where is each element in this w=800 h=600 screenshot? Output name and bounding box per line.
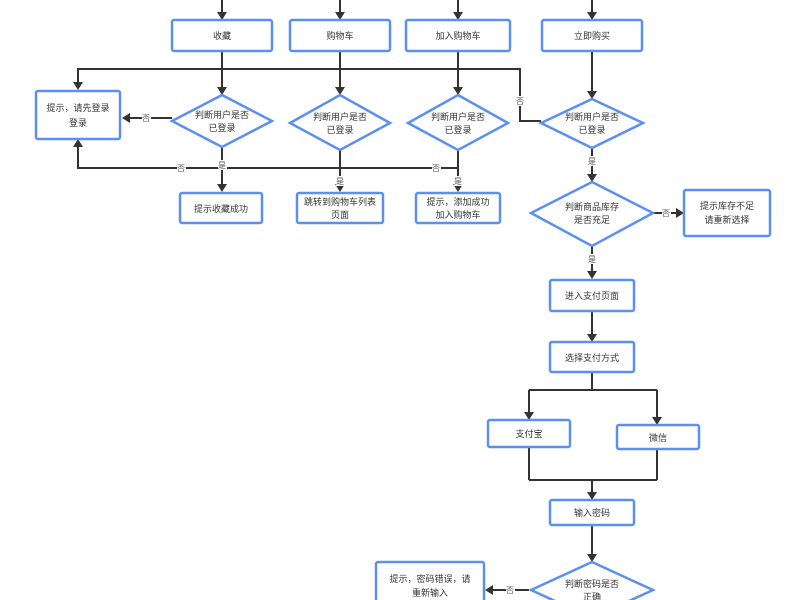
node-collect-ok: 提示收藏成功 [178, 191, 264, 225]
arrowhead [587, 492, 597, 500]
node-label: 正确 [583, 591, 601, 600]
edge-label-yes: 是 [454, 177, 462, 186]
arrowhead [453, 87, 463, 95]
node-label: 判断商品库存 [565, 201, 619, 213]
arrowhead [485, 585, 493, 595]
arrowhead [217, 184, 227, 192]
node-label: 提示，密码错误，请 [389, 573, 470, 585]
node-buy-now: 立即购买 [540, 18, 644, 53]
node-label: 提示收藏成功 [194, 203, 248, 215]
arrowhead [676, 208, 684, 218]
arrowhead [217, 12, 227, 20]
arrowhead [122, 113, 130, 123]
node-label: 是否充足 [574, 214, 610, 226]
node-label: 登录 [69, 118, 87, 129]
arrowhead [587, 12, 597, 20]
arrowhead [524, 412, 534, 420]
arrowhead [587, 334, 597, 342]
arrowhead [652, 417, 662, 425]
node-label: 提示，添加成功 [426, 196, 489, 208]
node-enter-pwd: 输入密码 [548, 498, 636, 527]
node-check-pwd: 判断密码是否 正确 [528, 560, 656, 600]
edge-top-return-line [77, 68, 521, 93]
edge-label-no: 否 [142, 114, 150, 123]
node-label: 微信 [649, 432, 667, 444]
node-label: 输入密码 [574, 507, 610, 519]
node-wechat: 微信 [615, 423, 701, 451]
node-label: 重新输入 [412, 587, 448, 599]
node-label: 已登录 [444, 125, 471, 136]
edge-label-no: 否 [516, 97, 524, 106]
node-label: 判断用户是否 [195, 109, 249, 121]
node-label: 加入购物车 [435, 209, 480, 221]
edge-labels: 否 否 否 否 是 是 是 是 否 是 否 [142, 96, 671, 595]
edge-bottom-return-line [77, 141, 459, 169]
node-label: 判断用户是否 [313, 111, 367, 123]
node-label: 已登录 [326, 125, 353, 136]
node-label: 支付宝 [515, 428, 542, 440]
node-check-stock: 判断商品库存 是否充足 [528, 180, 656, 248]
edge-label-yes: 是 [218, 161, 226, 170]
arrowhead [587, 554, 597, 562]
node-label: 提示库存不足 [700, 200, 754, 212]
arrowheads [73, 12, 684, 595]
edge-label-no: 否 [432, 164, 440, 173]
node-alipay: 支付宝 [486, 418, 572, 449]
node-label: 选择支付方式 [565, 352, 619, 364]
node-label: 进入支付页面 [565, 290, 619, 302]
node-login-prompt: 提示，请先登录 登录 [34, 89, 122, 141]
node-label: 请重新选择 [704, 214, 749, 226]
node-add-cart: 加入购物车 [404, 18, 512, 53]
node-label: 已登录 [578, 125, 605, 136]
edge-label-yes: 是 [588, 255, 596, 264]
edge-label-no: 否 [662, 209, 670, 218]
node-check-login-1: 判断用户是否 已登录 [169, 93, 275, 149]
arrowhead [335, 87, 345, 95]
arrowhead [587, 271, 597, 279]
node-label: 收藏 [213, 30, 231, 42]
node-label: 页面 [331, 210, 349, 221]
node-label: 立即购买 [574, 30, 610, 42]
node-add-ok: 提示，添加成功 加入购物车 [414, 191, 502, 225]
arrowhead [453, 12, 463, 20]
node-collect: 收藏 [170, 18, 274, 53]
node-label: 判断密码是否 [565, 578, 619, 590]
edge-label-yes: 是 [588, 157, 596, 166]
arrowhead [587, 174, 597, 182]
node-label: 判断用户是否 [565, 111, 619, 123]
node-show-cart: 跳转到购物车列表 页面 [295, 191, 385, 225]
node-label: 提示，请先登录 [46, 102, 109, 114]
node-stock-prompt: 提示库存不足 请重新选择 [682, 188, 772, 238]
node-pay-prompt: 提示，密码错误，请 重新输入 [374, 560, 486, 600]
node-label: 加入购物车 [435, 30, 480, 42]
edge-label-yes: 是 [336, 177, 344, 186]
node-cart: 购物车 [288, 18, 392, 53]
node-check-login-4: 判断用户是否 已登录 [538, 97, 646, 150]
node-label: 已登录 [208, 123, 235, 134]
node-choose-pay: 选择支付方式 [548, 340, 636, 374]
node-check-login-2: 判断用户是否 已登录 [287, 93, 393, 152]
node-label: 判断用户是否 [431, 111, 485, 123]
arrowhead [335, 12, 345, 20]
arrowhead [587, 91, 597, 99]
edge-label-no: 否 [506, 586, 514, 595]
node-label: 购物车 [326, 30, 353, 42]
arrowhead [73, 139, 83, 147]
node-label: 跳转到购物车列表 [304, 196, 376, 208]
arrowhead [217, 87, 227, 95]
node-order-page: 进入支付页面 [548, 278, 636, 313]
edge-label-no: 否 [177, 164, 185, 173]
node-check-login-3: 判断用户是否 已登录 [405, 93, 511, 152]
arrowhead [73, 82, 83, 90]
